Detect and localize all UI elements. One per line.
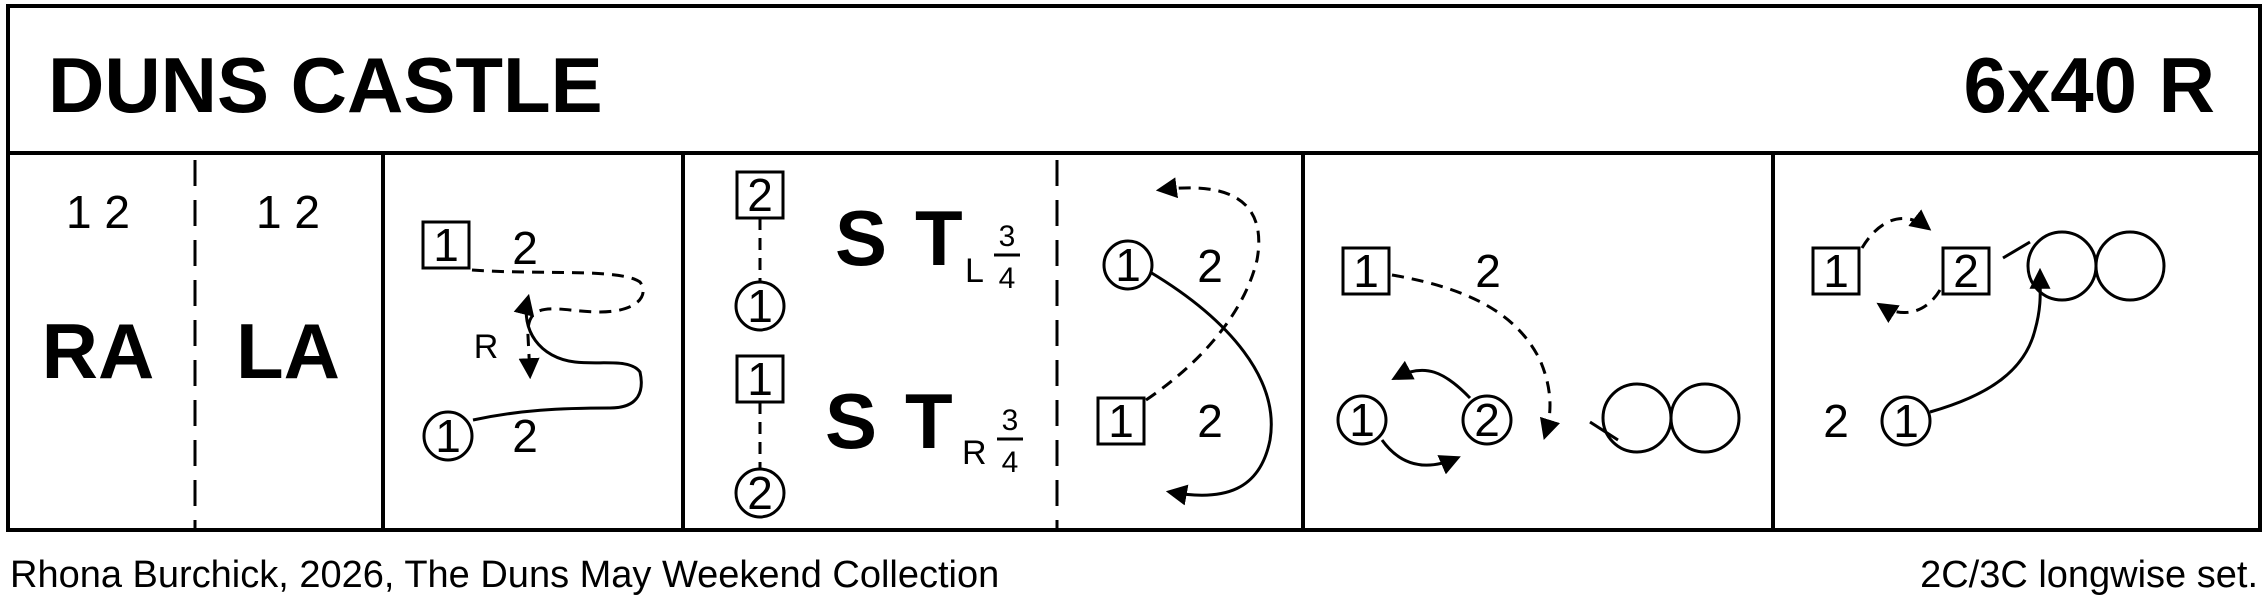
couples-label-a: 1 2 bbox=[66, 186, 130, 238]
woman-1-number-top: 1 bbox=[747, 280, 773, 332]
figure-left-hands-across: LA bbox=[236, 307, 340, 395]
man-1-dashed-col4 bbox=[1391, 273, 1561, 441]
woman-1-path-col5 bbox=[1929, 267, 2051, 414]
man-1-number-lower: 1 bbox=[747, 353, 773, 405]
couples-label-b: 1 2 bbox=[256, 186, 320, 238]
cell-bars-5-8-set-turn: 2 1 1 2 S T L 3 4 S T R 3 4 bbox=[734, 169, 1023, 519]
woman-1-number: 1 bbox=[435, 410, 461, 462]
man-2-number-col5: 2 bbox=[1953, 245, 1979, 297]
set-label-top: S bbox=[835, 194, 887, 282]
hands-link-col5 bbox=[2002, 240, 2031, 260]
fraction-top-numerator: 3 bbox=[999, 220, 1016, 253]
woman-2-circle-lower bbox=[734, 467, 786, 519]
woman-2-number: 2 bbox=[512, 410, 538, 462]
woman-2-number-col4: 2 bbox=[1474, 394, 1500, 446]
woman-2-circle-col4 bbox=[1461, 394, 1513, 446]
partner-circle-c bbox=[2026, 230, 2098, 302]
man-1-box-col5 bbox=[1811, 246, 1861, 296]
man-1-number-path: 1 bbox=[1108, 395, 1134, 447]
cell-bars-11-12: 1 2 2 1 bbox=[1811, 209, 2166, 447]
woman-1-path bbox=[472, 293, 643, 422]
partner-circle-b bbox=[1669, 382, 1741, 454]
footer-credit: Rhona Burchick, 2026, The Duns May Weeke… bbox=[10, 554, 999, 596]
fraction-top-denominator: 4 bbox=[999, 262, 1016, 295]
man-1-number: 1 bbox=[433, 219, 459, 271]
woman-2-number-lower: 2 bbox=[747, 467, 773, 519]
man-2-number-col4: 2 bbox=[1475, 245, 1501, 297]
turn-label-r: R bbox=[474, 328, 499, 366]
woman-2-number-col5: 2 bbox=[1823, 395, 1849, 447]
dance-title: DUNS CASTLE bbox=[48, 41, 603, 129]
hand-left-label: L bbox=[965, 252, 984, 290]
turn-arrow-upper bbox=[1391, 360, 1472, 400]
woman-1-solid-path bbox=[1149, 270, 1273, 506]
man-1-box-col4 bbox=[1341, 246, 1391, 296]
woman-1-circle-col5 bbox=[1880, 395, 1932, 447]
figure-right-hands-across: RA bbox=[42, 307, 155, 395]
dance-format: 6x40 R bbox=[1963, 41, 2215, 129]
cell-bars-5-8-paths: 1 2 1 2 bbox=[1096, 177, 1273, 506]
man-1-number-col5: 1 bbox=[1823, 245, 1849, 297]
woman-1-circle-path bbox=[1102, 239, 1154, 291]
woman-1-number-col5: 1 bbox=[1893, 395, 1919, 447]
woman-1-circle-col4 bbox=[1336, 394, 1388, 446]
woman-1-number-col4: 1 bbox=[1349, 394, 1375, 446]
man-1-dashed-path bbox=[471, 268, 645, 380]
hand-right-label: R bbox=[962, 434, 987, 472]
partner-circle-d bbox=[2094, 230, 2166, 302]
man-2-number: 2 bbox=[512, 222, 538, 274]
woman-1-circle-top bbox=[734, 280, 786, 332]
cell-bars-1-2: 1 2 RA 1 2 LA bbox=[42, 186, 340, 395]
man-1-number-col4: 1 bbox=[1353, 245, 1379, 297]
man-1-dashed-path bbox=[1145, 177, 1261, 402]
woman-1-circle bbox=[422, 410, 474, 462]
woman-1-number-path: 1 bbox=[1115, 239, 1141, 291]
woman-2-number-path: 2 bbox=[1197, 240, 1223, 292]
footer-set-type: 2C/3C longwise set. bbox=[1920, 554, 2258, 596]
man-2-number-path: 2 bbox=[1197, 395, 1223, 447]
fraction-bottom-numerator: 3 bbox=[1002, 404, 1019, 437]
man-1-box bbox=[421, 220, 471, 270]
cell-bars-9-10: 1 2 1 2 bbox=[1336, 245, 1741, 475]
card-frame bbox=[6, 4, 2262, 532]
turn-arrow-lower bbox=[1380, 439, 1461, 475]
partner-circle-a bbox=[1601, 382, 1673, 454]
cross-dashed-lower bbox=[1876, 289, 1942, 323]
turn-label-top: T bbox=[915, 194, 963, 282]
set-label-bottom: S bbox=[825, 377, 877, 465]
cell-bars-3-4: 1 2 R 1 2 bbox=[421, 219, 645, 462]
man-2-box-col5 bbox=[1941, 246, 1991, 296]
man-1-box-path bbox=[1096, 396, 1146, 446]
fraction-bottom-denominator: 4 bbox=[1002, 446, 1019, 479]
man-2-number: 2 bbox=[747, 169, 773, 221]
turn-label-bottom: T bbox=[905, 377, 953, 465]
cross-dashed-upper bbox=[1860, 209, 1932, 249]
